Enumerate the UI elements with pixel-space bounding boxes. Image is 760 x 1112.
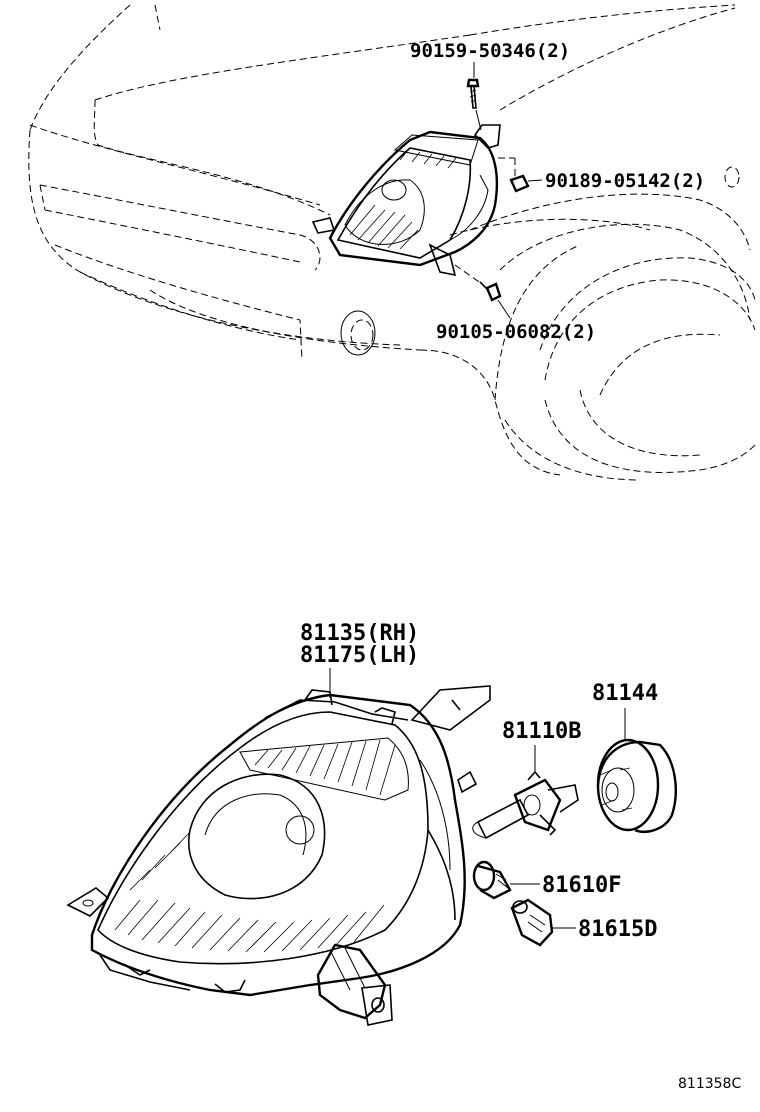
figure-code: 811358C (678, 1076, 741, 1092)
bolt-lower-icon (454, 264, 511, 319)
installed-headlamp (311, 124, 501, 277)
callout-bolt-upper: 90159-50346(2) (410, 40, 570, 62)
main-bulb-icon (472, 745, 579, 840)
clip-nut-icon (498, 157, 543, 193)
callout-clip-nut: 90189-05142(2) (545, 170, 705, 192)
bulb-socket-icon (510, 898, 576, 947)
car-front-outline (28, 4, 756, 481)
callout-bulb-socket: 81615D (578, 917, 657, 942)
socket-cover-icon (596, 708, 677, 834)
bolt-upper-icon (466, 62, 482, 131)
callout-socket-cover: 81144 (592, 681, 658, 706)
callout-main-bulb: 81110B (502, 719, 581, 744)
callout-bolt-lower: 90105-06082(2) (436, 321, 596, 343)
headlamp-assembly (66, 685, 491, 1026)
callout-small-bulb: 81610F (542, 873, 621, 898)
headlamp-label-lh: 81175(LH) (300, 643, 419, 668)
headlamp-label-rh: 81135(RH) (300, 621, 419, 646)
small-bulb-icon (472, 860, 540, 900)
